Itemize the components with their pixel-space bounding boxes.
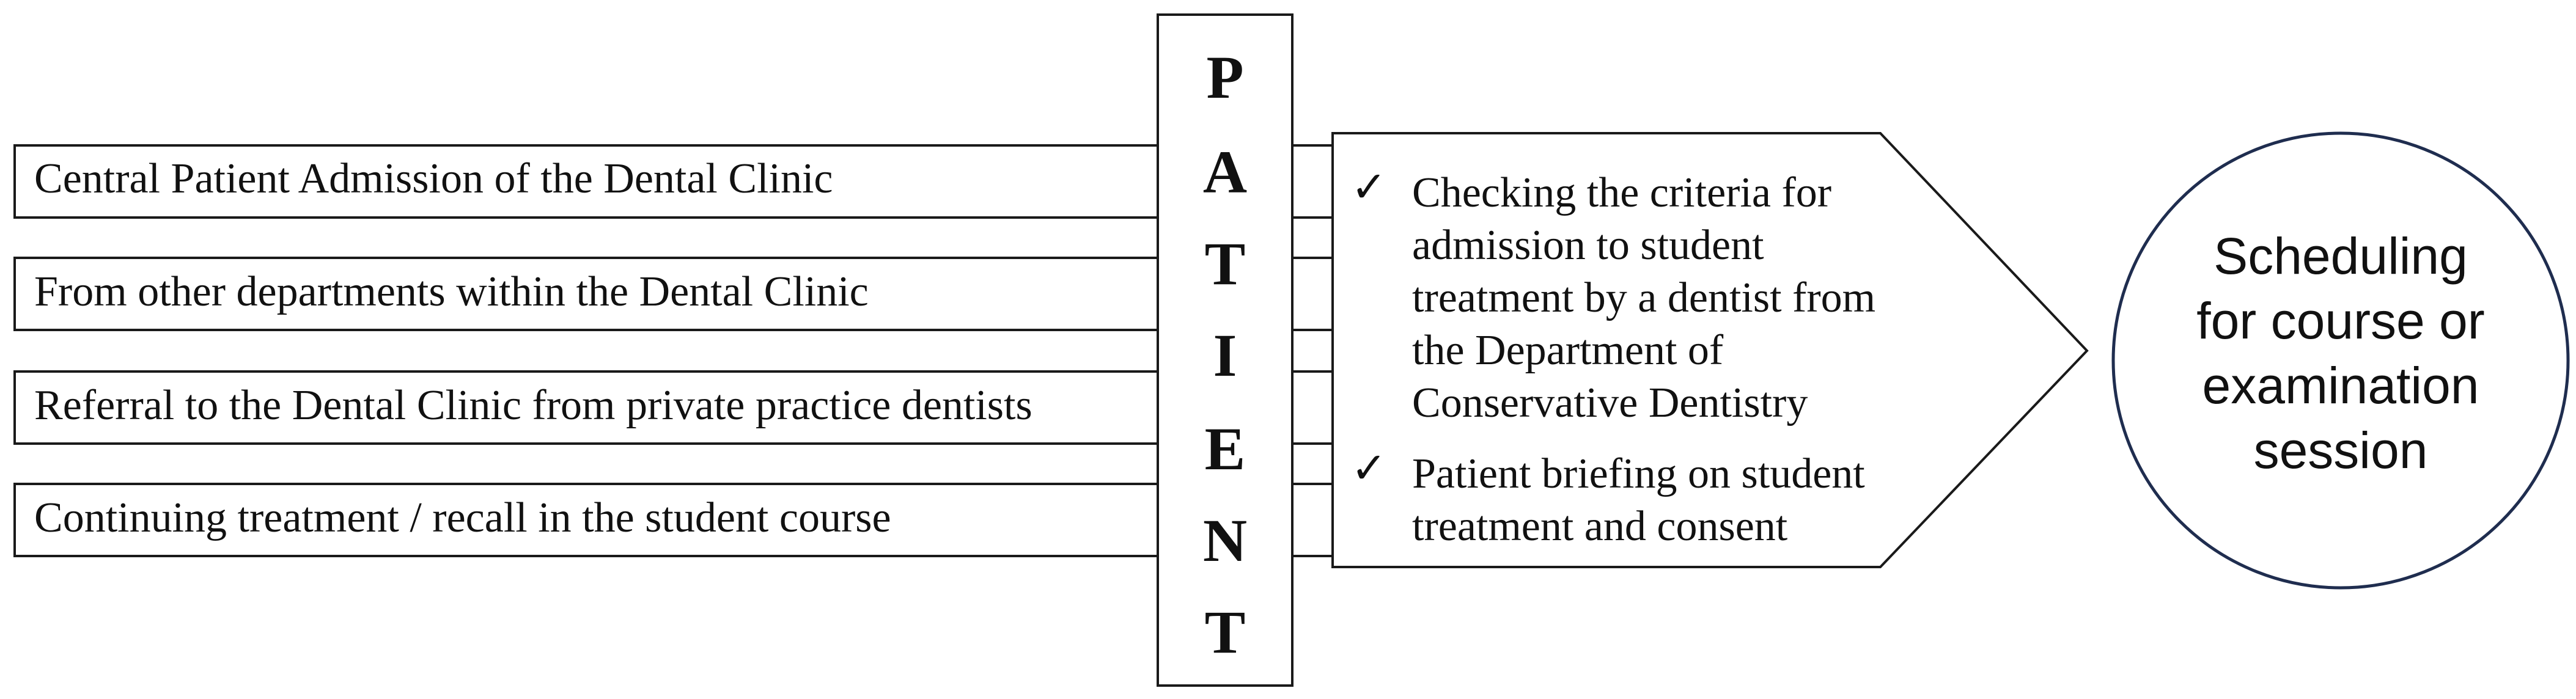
outcome-label-line: Scheduling [2214, 227, 2468, 285]
outcome-label-line: session [2254, 422, 2428, 479]
outcome-label-line: examination [2202, 357, 2479, 414]
check-icon: ✓ [1351, 164, 1387, 211]
patient-letter: T [1205, 598, 1246, 666]
checklist-item-line: admission to student [1412, 222, 1764, 269]
source-labels: Central Patient Admission of the Dental … [34, 155, 1032, 541]
check-icon: ✓ [1351, 445, 1387, 492]
outcome-circle [2111, 131, 2570, 590]
criteria-arrow-shape [1331, 132, 2089, 568]
source-label: Central Patient Admission of the Dental … [34, 155, 833, 202]
checklist-item-line: Patient briefing on student [1412, 450, 1865, 497]
connector-lines [1292, 144, 1333, 557]
criteria-checklist: ✓ Checking the criteria for admission to… [1351, 164, 1875, 550]
patient-letter: P [1206, 43, 1243, 111]
patient-letter: T [1205, 230, 1246, 298]
checklist-item-line: Checking the criteria for [1412, 169, 1831, 216]
checklist-item-line: Conservative Dentistry [1412, 379, 1808, 426]
patient-letter: I [1213, 321, 1237, 389]
outcome-label: Scheduling for course or examination ses… [2196, 227, 2485, 479]
source-label: From other departments within the Dental… [34, 268, 869, 315]
patient-letter: E [1205, 415, 1246, 483]
source-label: Continuing treatment / recall in the stu… [34, 494, 891, 541]
checklist-item-line: treatment and consent [1412, 503, 1788, 550]
patient-column [1157, 13, 1294, 687]
checklist-item-line: the Department of [1412, 327, 1724, 374]
patient-letter: A [1203, 138, 1247, 206]
checklist-item-line: treatment by a dentist from [1412, 274, 1875, 321]
patient-letter: N [1203, 507, 1247, 574]
patient-letters: P A T I E N T [1203, 43, 1247, 666]
outcome-label-line: for course or [2196, 292, 2485, 350]
source-label: Referral to the Dental Clinic from priva… [34, 382, 1032, 429]
